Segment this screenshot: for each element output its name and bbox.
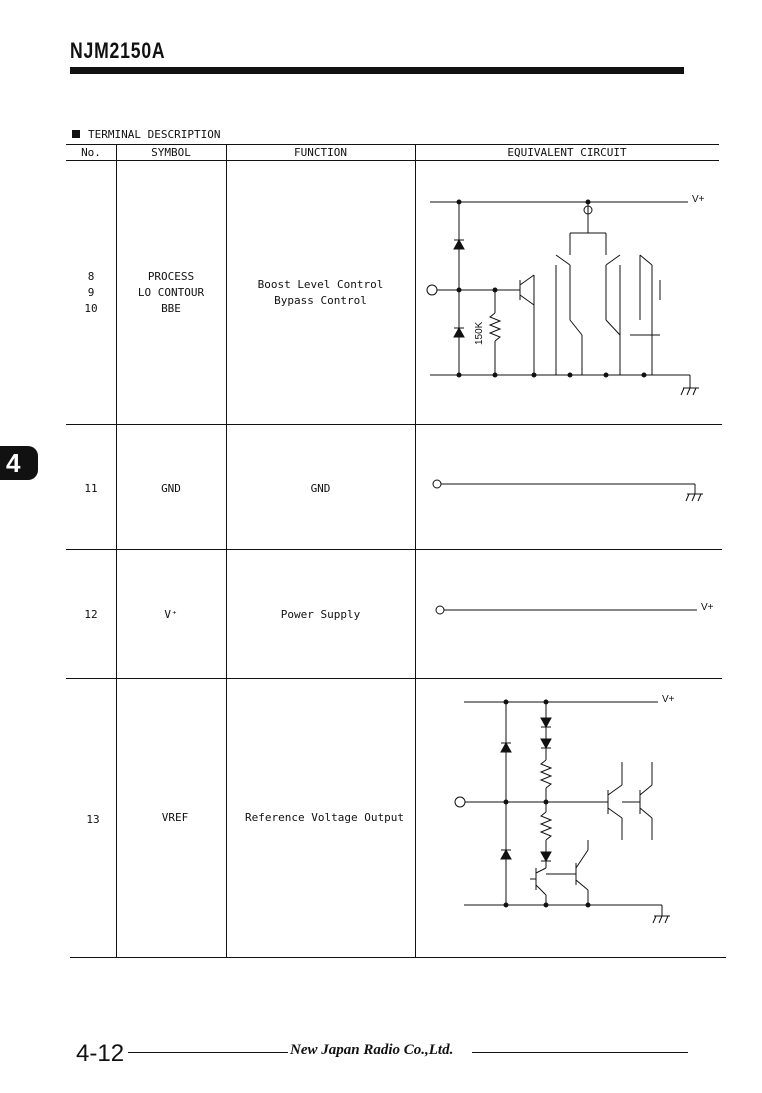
function-text: Reference Voltage Output	[245, 811, 404, 824]
supply-label: V+	[692, 194, 705, 205]
pin-symbol: PROCESS	[147, 270, 195, 283]
column-header-circuit: EQUIVALENT CIRCUIT	[507, 146, 627, 159]
supply-label: V+	[701, 602, 714, 613]
section-title-text: TERMINAL DESCRIPTION	[88, 128, 221, 141]
column-header-symbol: SYMBOL	[151, 146, 191, 159]
title-rule	[70, 67, 684, 74]
equivalent-circuit-pins-8-10: V+ 150K	[426, 194, 705, 396]
table-header-rule	[66, 160, 719, 161]
pin-symbol: GND	[161, 482, 181, 495]
row-divider	[66, 678, 722, 679]
pin-number: 12	[84, 608, 98, 621]
pin-function: Boost Level Control Bypass Control	[226, 277, 415, 309]
pin-symbol: LO CONTOUR	[137, 286, 205, 299]
pin-number: 9	[87, 286, 95, 299]
pin-numbers: 8 9 10	[66, 269, 116, 317]
pin-symbol: VREF	[161, 811, 189, 824]
function-text: Bypass Control	[274, 294, 367, 307]
footer-rule-right	[472, 1052, 688, 1053]
pin-symbols: PROCESS LO CONTOUR BBE	[116, 269, 226, 317]
equivalent-circuit-pin-12: V+	[435, 602, 714, 615]
table-bottom-rule	[70, 957, 726, 958]
square-bullet-icon	[72, 130, 80, 138]
pin-symbol: V⁺	[164, 608, 178, 621]
pin-symbol: BBE	[161, 302, 181, 315]
section-title: TERMINAL DESCRIPTION	[72, 128, 220, 141]
column-header-no: No.	[81, 146, 101, 159]
pin-number: 11	[84, 482, 98, 495]
function-text: Power Supply	[280, 608, 361, 621]
equivalent-circuit-pin-11	[432, 479, 703, 502]
function-text: Boost Level Control	[257, 278, 384, 291]
table-top-rule	[66, 144, 719, 145]
column-divider	[226, 144, 227, 957]
column-header-function: FUNCTION	[294, 146, 347, 159]
pin-number: 8	[87, 270, 95, 283]
resistor-label: 150K	[474, 321, 485, 345]
column-divider	[415, 144, 416, 957]
part-number: NJM2150A	[70, 38, 166, 63]
company-name: New Japan Radio Co.,Ltd.	[290, 1042, 454, 1058]
chapter-tab: 4	[0, 446, 38, 480]
row-divider	[66, 549, 722, 550]
pin-number: 13	[86, 813, 100, 826]
pin-number: 10	[84, 302, 98, 315]
equivalent-circuit-pin-13: V+	[454, 694, 675, 924]
column-divider	[116, 144, 117, 957]
supply-label: V+	[662, 694, 675, 705]
footer-rule-left	[128, 1052, 288, 1053]
row-divider	[66, 424, 722, 425]
function-text: GND	[310, 482, 331, 495]
page-number: 4-12	[76, 1040, 125, 1067]
